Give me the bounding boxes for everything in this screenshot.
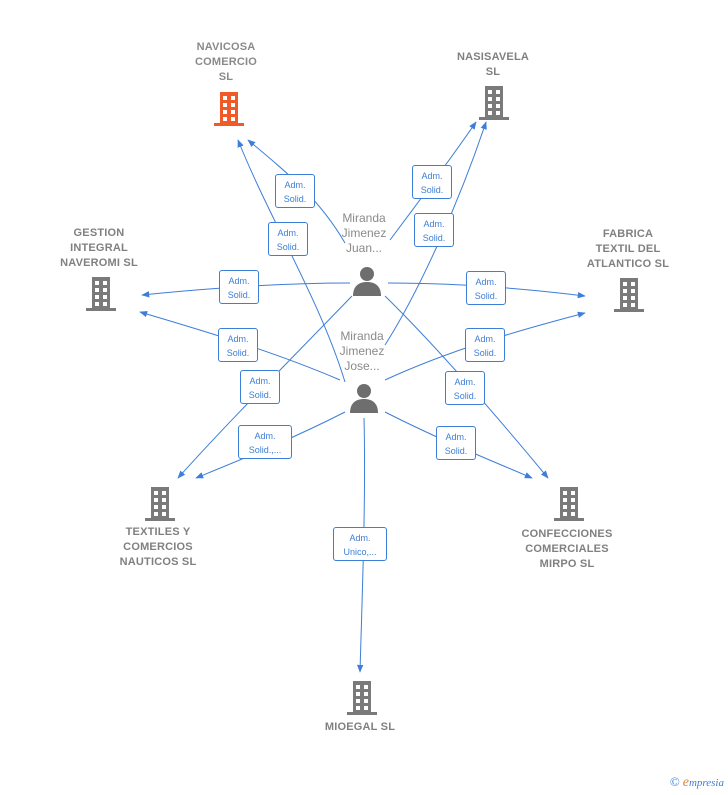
person-icon-jose — [350, 384, 378, 413]
edge-label: Adm. Solid. — [218, 328, 258, 362]
edge-label: Adm. Unico,... — [333, 527, 387, 561]
edge-label: Adm. Solid. — [414, 213, 454, 247]
edge-jose-navicosa — [237, 139, 346, 383]
building-icon-mioegal — [347, 681, 377, 715]
building-icon-fabrica — [614, 278, 644, 312]
edge-label: Adm. Solid.,... — [238, 425, 292, 459]
edge-label: Adm. Solid. — [465, 328, 505, 362]
edge-label: Adm. Solid. — [412, 165, 452, 199]
person-icon-juan — [353, 267, 381, 296]
building-icon-nasisavela — [479, 86, 509, 120]
edge-label: Adm. Solid. — [268, 222, 308, 256]
person-label-juan[interactable]: Miranda Jimenez Juan... — [341, 211, 387, 255]
building-icon-navicosa — [214, 92, 244, 126]
edge-label: Adm. Solid. — [275, 174, 315, 208]
company-label-nasisavela[interactable]: NASISAVELA SL — [456, 51, 530, 78]
company-label-textiles[interactable]: TEXTILES Y COMERCIOS NAUTICOS SL — [119, 526, 197, 568]
company-label-confecciones[interactable]: CONFECCIONES COMERCIALES MIRPO SL — [521, 528, 613, 570]
brand-footer[interactable]: ©empresia — [670, 774, 724, 791]
building-icon-textiles — [145, 487, 175, 521]
company-label-navicosa[interactable]: NAVICOSA COMERCIO SL — [194, 41, 258, 83]
edge-label: Adm. Solid. — [445, 371, 485, 405]
company-label-fabrica[interactable]: FABRICA TEXTIL DEL ATLANTICO SL — [586, 228, 670, 270]
company-label-mioegal[interactable]: MIOEGAL SL — [324, 721, 396, 733]
brand-logo-initial: e — [682, 775, 689, 790]
building-icon-gestion — [86, 277, 116, 311]
edge-label: Adm. Solid. — [436, 426, 476, 460]
brand-logo-text: mpresia — [688, 777, 724, 789]
copyright-icon: © — [669, 774, 680, 789]
edge-label: Adm. Solid. — [466, 271, 506, 305]
building-icon-confecciones — [554, 487, 584, 521]
edge-label: Adm. Solid. — [219, 270, 259, 304]
person-label-jose[interactable]: Miranda Jimenez Jose... — [339, 329, 385, 373]
company-label-gestion[interactable]: GESTION INTEGRAL NAVEROMI SL — [60, 227, 138, 269]
edge-label: Adm. Solid. — [240, 370, 280, 404]
